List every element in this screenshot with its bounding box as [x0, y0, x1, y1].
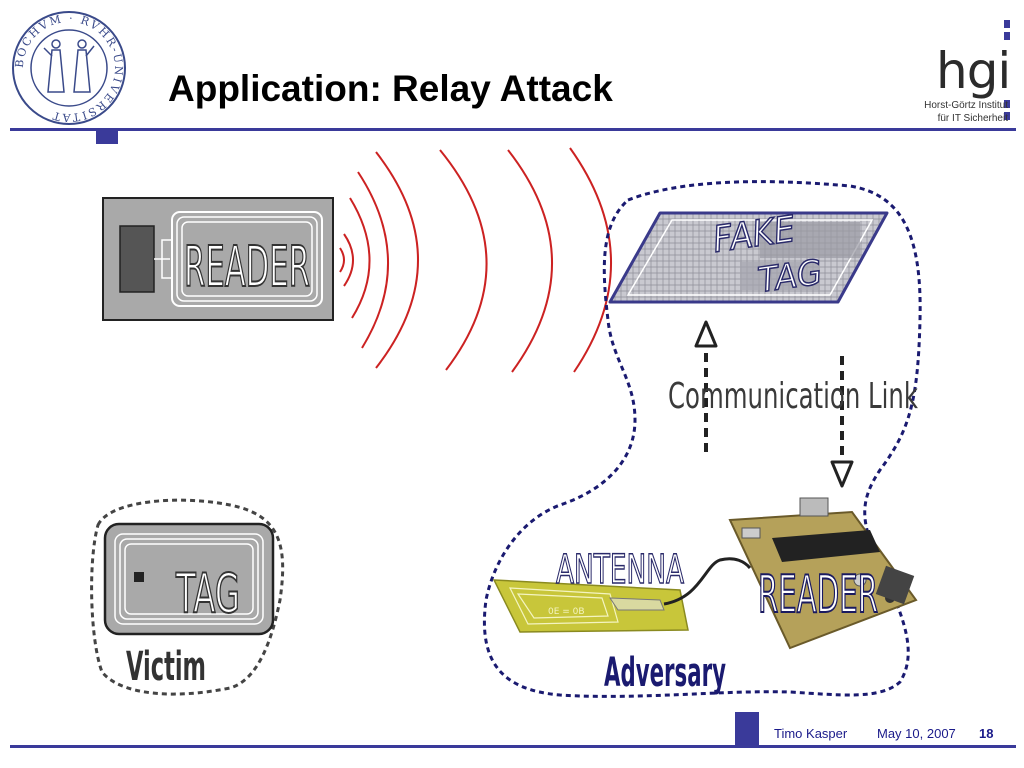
- victim-boundary: [90, 498, 285, 696]
- victim-tag-label: TAG: [175, 562, 240, 625]
- adversary-boundary: [482, 180, 922, 698]
- victim-tag-card: [103, 522, 275, 636]
- fake-tag-label-line2: TAG: [756, 252, 825, 301]
- slide-title: Application: Relay Attack: [168, 68, 613, 109]
- hgi-logo: hgi: [936, 42, 1011, 100]
- footer-date: May 10, 2007: [877, 726, 956, 741]
- radio-waves: [339, 147, 612, 373]
- hgi-institute-line2: für IT Sicherheit: [937, 113, 1008, 124]
- fake-tag-card: [608, 211, 889, 304]
- header-accent-block: [96, 128, 118, 144]
- adversary-label: Adversary: [604, 650, 726, 696]
- communication-link-label: Communication Link: [668, 376, 918, 417]
- link-arrow-up: [694, 320, 718, 452]
- hgi-logo-bars: [1004, 20, 1010, 120]
- header-rule: [10, 128, 1016, 131]
- footer-author: Timo Kasper: [774, 726, 848, 741]
- footer-rule: [10, 745, 1016, 748]
- footer-page-number: 18: [979, 726, 994, 741]
- legit-reader-label: READER: [184, 235, 310, 300]
- hgi-institute-line1: Horst-Görtz Institut: [924, 100, 1008, 111]
- victim-label: Victim: [126, 644, 206, 690]
- link-arrow-down: [830, 356, 854, 488]
- antenna-board: [492, 579, 689, 633]
- legit-reader-card: [102, 197, 334, 321]
- antenna-board-text: 0E = 0B: [548, 607, 585, 617]
- footer-accent-block: [735, 712, 759, 746]
- adversary-reader-board: [728, 497, 918, 650]
- university-seal-logo: BOCHVM · RVHR-UNIVERSITÄT: [12, 11, 126, 125]
- antenna-label: ANTENNA: [556, 547, 684, 593]
- adversary-reader-label: READER: [758, 565, 878, 625]
- antenna-cable: [663, 557, 752, 606]
